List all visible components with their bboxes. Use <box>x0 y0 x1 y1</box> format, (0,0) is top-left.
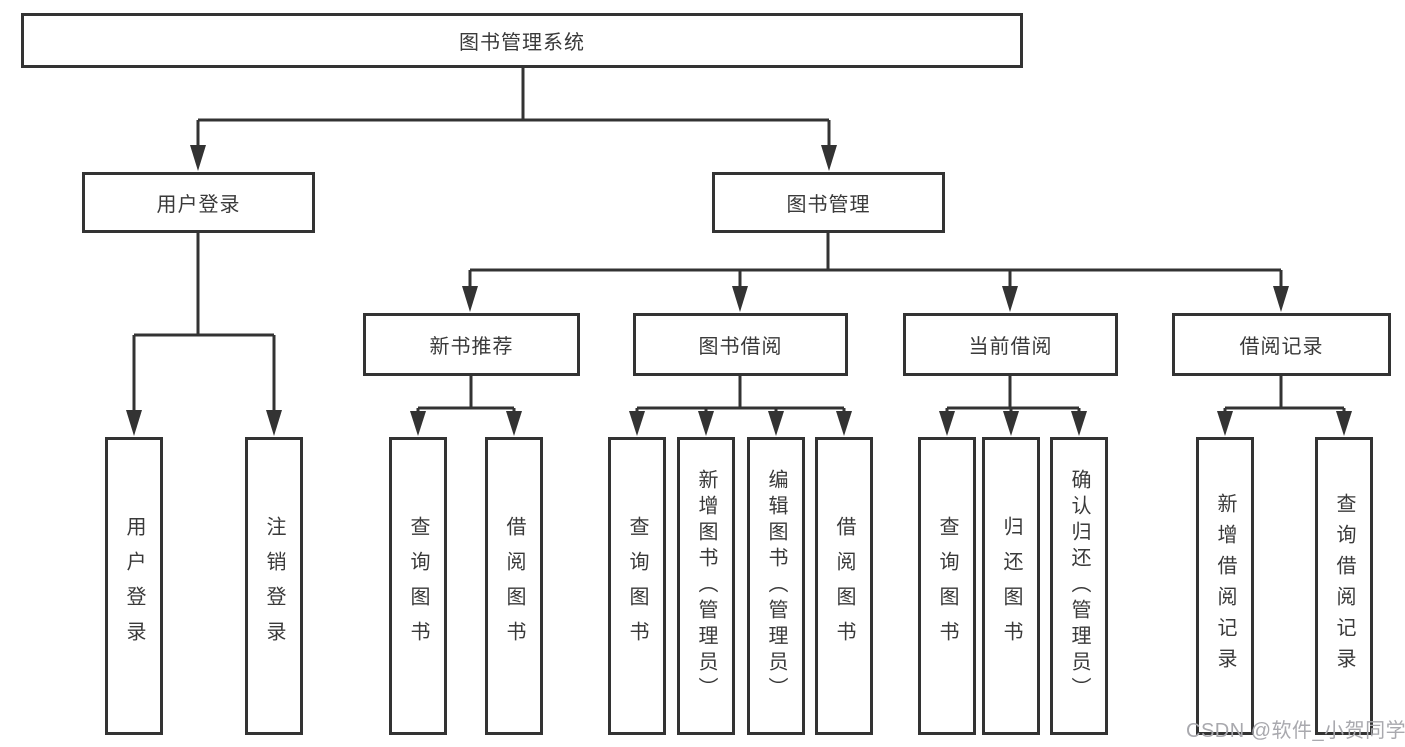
leaf-query-book: 查询图书 <box>389 437 447 735</box>
leaf-label: 查询图书 <box>936 516 958 656</box>
leaf-label: 编辑图书（管理员） <box>765 469 787 703</box>
arrowhead <box>629 411 645 436</box>
arrowhead <box>190 145 206 171</box>
leaf-label: 归还图书 <box>1000 516 1022 656</box>
leaf-borrow-book: 借阅图书 <box>815 437 873 735</box>
node-book-borrow: 图书借阅 <box>633 313 848 376</box>
node-new-book-recommend: 新书推荐 <box>363 313 580 376</box>
arrowhead <box>462 286 478 312</box>
arrowhead <box>821 145 837 171</box>
node-user-login: 用户登录 <box>82 172 315 233</box>
leaf-confirm-return-admin: 确认归还（管理员） <box>1050 437 1108 735</box>
node-current-borrow: 当前借阅 <box>903 313 1118 376</box>
arrowhead <box>506 411 522 436</box>
csdn-watermark: CSDN @软件_小贺同学 <box>1186 720 1405 742</box>
arrowhead <box>939 411 955 436</box>
node-label: 用户登录 <box>156 194 241 216</box>
node-book-management: 图书管理 <box>712 172 945 233</box>
arrowhead <box>1336 411 1352 436</box>
arrowhead <box>698 411 714 436</box>
arrowhead <box>1002 286 1018 312</box>
node-label: 借阅记录 <box>1239 336 1324 358</box>
leaf-borrow-book: 借阅图书 <box>485 437 543 735</box>
leaf-add-book-admin: 新增图书（管理员） <box>677 437 735 735</box>
arrowhead <box>1003 411 1019 436</box>
arrowhead <box>1217 411 1233 436</box>
node-label: 图书借阅 <box>698 336 783 358</box>
leaf-label: 用户登录 <box>123 516 145 656</box>
leaf-label: 新增借阅记录 <box>1214 493 1236 679</box>
node-borrow-record: 借阅记录 <box>1172 313 1391 376</box>
leaf-query-borrow-record: 查询借阅记录 <box>1315 437 1373 735</box>
leaf-label: 新增图书（管理员） <box>695 469 717 703</box>
arrowhead <box>1071 411 1087 436</box>
leaf-label: 借阅图书 <box>503 516 525 656</box>
leaf-label: 借阅图书 <box>833 516 855 656</box>
leaf-edit-book-admin: 编辑图书（管理员） <box>747 437 805 735</box>
leaf-add-borrow-record: 新增借阅记录 <box>1196 437 1254 735</box>
arrowhead <box>410 411 426 436</box>
node-root-library-system: 图书管理系统 <box>21 13 1023 68</box>
node-label: 新书推荐 <box>429 336 514 358</box>
arrowhead <box>266 410 282 436</box>
leaf-label: 注销登录 <box>263 516 285 656</box>
node-label: 图书管理 <box>786 194 871 216</box>
leaf-query-book: 查询图书 <box>608 437 666 735</box>
leaf-user-login: 用户登录 <box>105 437 163 735</box>
arrowhead <box>768 411 784 436</box>
leaf-label: 确认归还（管理员） <box>1068 469 1090 703</box>
arrowhead <box>1273 286 1289 312</box>
arrowhead <box>732 286 748 312</box>
leaf-label: 查询图书 <box>626 516 648 656</box>
arrowhead <box>836 411 852 436</box>
leaf-return-book: 归还图书 <box>982 437 1040 735</box>
leaf-query-book: 查询图书 <box>918 437 976 735</box>
leaf-label: 查询图书 <box>407 516 429 656</box>
leaf-logout: 注销登录 <box>245 437 303 735</box>
leaf-label: 查询借阅记录 <box>1333 493 1355 679</box>
node-label: 当前借阅 <box>968 336 1053 358</box>
arrowhead <box>126 410 142 436</box>
node-label: 图书管理系统 <box>459 32 585 54</box>
